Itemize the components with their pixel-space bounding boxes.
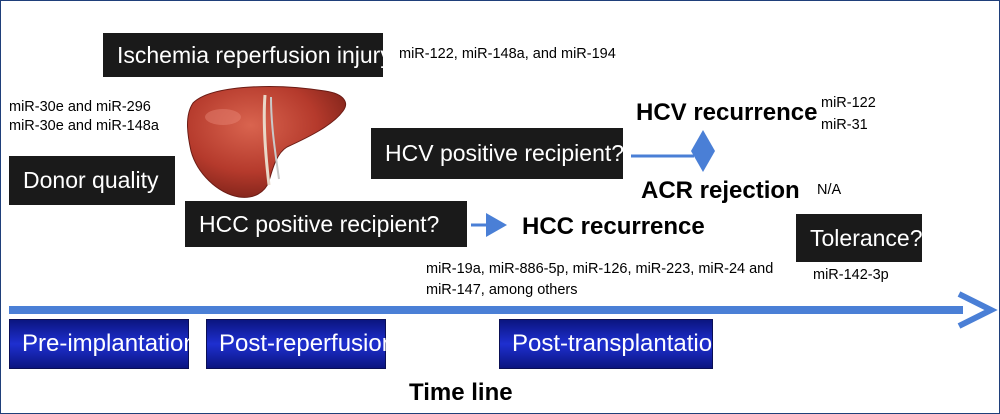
donor-mirna-list-line2: miR-30e and miR-148a	[9, 118, 159, 134]
donor-mirna-list-line1: miR-30e and miR-296	[9, 99, 151, 115]
hcc-positive-recipient-box: HCC positive recipient?	[185, 201, 467, 247]
phase-pre-implantation: Pre-implantation	[9, 319, 197, 369]
donor-quality-box: Donor quality	[9, 156, 175, 205]
timeline-arrow-head	[957, 291, 998, 329]
tolerance-mirna-list: miR-142-3p	[813, 267, 889, 283]
hcv-mirna-list-line1: miR-122	[821, 95, 876, 111]
phase-post-transplantation-label: Post-transplantation	[512, 330, 726, 357]
hcv-mirna-list-line2: miR-31	[821, 117, 868, 133]
phase-pre-implantation-label: Pre-implantation	[22, 330, 197, 357]
hcc-positive-recipient-label: HCC positive recipient?	[199, 210, 440, 237]
liver-icon	[187, 86, 347, 198]
phase-post-transplantation: Post-transplantation	[499, 319, 725, 369]
donor-quality-label: Donor quality	[23, 167, 159, 193]
acr-rejection-label: ACR rejection	[641, 177, 800, 204]
phase-post-reperfusion: Post-reperfusion	[206, 319, 395, 369]
hcv-positive-recipient-box: HCV positive recipient?	[371, 128, 625, 179]
timeline-label: Time line	[409, 379, 513, 406]
hcc-recurrence-label: HCC recurrence	[522, 213, 705, 240]
tolerance-box: Tolerance?	[796, 214, 923, 262]
hcc-mirna-list-line2: miR-147, among others	[426, 282, 578, 298]
ischemia-reperfusion-label: Ischemia reperfusion injury	[117, 41, 392, 68]
phase-post-reperfusion-label: Post-reperfusion	[219, 330, 396, 357]
ischemia-mirna-list: miR-122, miR-148a, and miR-194	[399, 46, 616, 62]
hcv-recurrence-label: HCV recurrence	[636, 99, 818, 126]
tolerance-label: Tolerance?	[810, 224, 923, 251]
acr-mirna-list: N/A	[817, 182, 842, 198]
hcv-positive-recipient-label: HCV positive recipient?	[385, 140, 625, 166]
ischemia-reperfusion-box: Ischemia reperfusion injury	[103, 33, 392, 77]
hcc-mirna-list-line1: miR-19a, miR-886-5p, miR-126, miR-223, m…	[426, 261, 774, 277]
